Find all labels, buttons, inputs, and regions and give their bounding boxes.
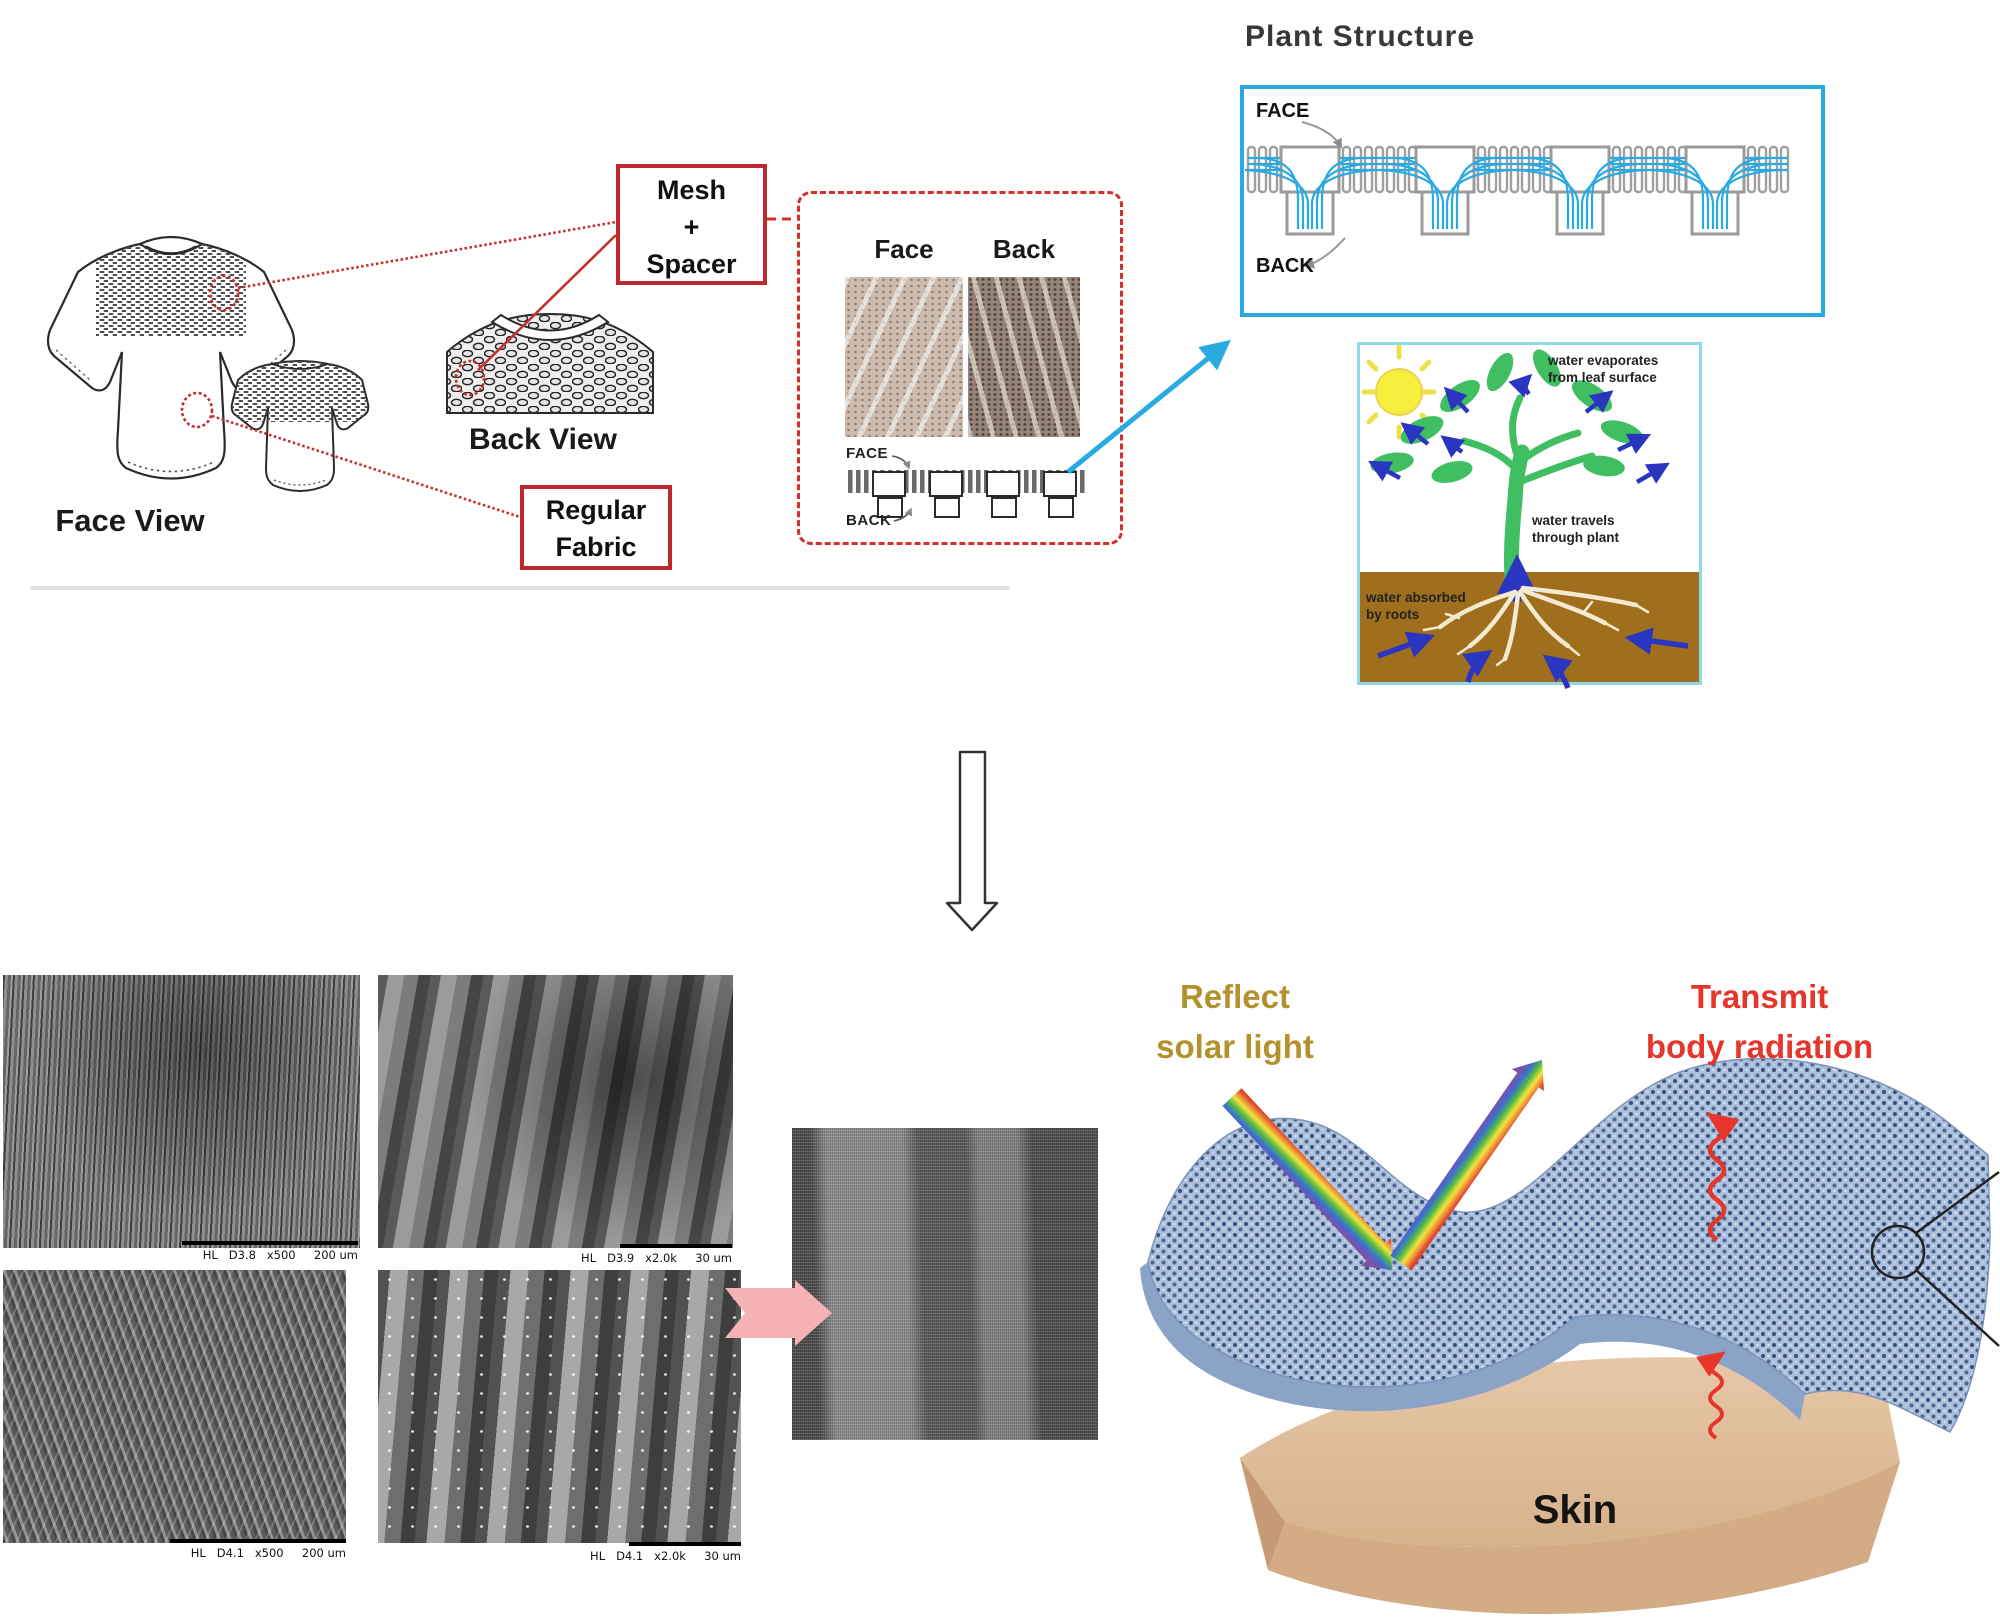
evaporate-line1: water evaporates [1548,353,1659,368]
mesh-spacer-line1: Mesh [656,175,727,205]
sem-image-back-x2k [378,1270,741,1543]
back-photo-label: Back [992,234,1056,264]
rainbow-arrow-reflected [1390,1060,1544,1271]
scale-bar [182,1241,358,1245]
absorb-caption: water absorbed by roots [1366,589,1466,623]
absorb-line2: by roots [1366,607,1420,622]
plant-structure-face-label: FACE [1256,100,1310,122]
face-photo-label: Face [874,234,934,264]
mesh-spacer-line2: + [683,212,700,242]
body-radiation-wave-icon [1706,1112,1740,1242]
back-view-mini-shirt-drawing [230,360,370,492]
body-radiation-wave-under-icon [1696,1351,1726,1440]
reflect-line2: solar light [1156,1028,1314,1065]
spacer-face-block [872,471,906,497]
absorb-line1: water absorbed [1366,590,1466,605]
back-view-closeup-drawing [446,313,654,414]
transmit-line2: body radiation [1645,1028,1874,1065]
spacer-face-block [1043,471,1077,497]
faint-divider-line [30,586,1010,590]
scale-bar [170,1539,346,1543]
rainbow-arrow-incoming [1222,1088,1392,1270]
sem-caption: HL D4.1 x2.0k 30 um [590,1549,741,1563]
spacer-back-block [991,497,1017,518]
back-view-label: Back View [469,423,617,456]
sem-caption: HL D3.8 x500 200 um [202,1248,358,1262]
down-arrow-icon [945,750,999,932]
plant-illustration-panel [1357,342,1702,685]
face-fabric-photo [845,277,963,437]
spacer-cross-section-strip [848,470,1087,493]
plant-structure-back-label: BACK [1256,255,1314,277]
scale-bar [620,1244,732,1248]
mesh-connector-line [237,220,617,290]
transmit-body-radiation-label: Transmit body radiation [1612,972,1907,1072]
evaporate-line2: from leaf surface [1548,370,1657,385]
back-fabric-photo [968,277,1080,437]
scale-bar [629,1542,741,1546]
sem-caption: HL D3.9 x2.0k 30 um [581,1251,732,1265]
back-side-label: BACK [846,512,892,529]
magnifier-circle [1870,1170,2000,1347]
fabric-sheet [1140,1057,1991,1433]
reflect-solar-light-label: Reflect solar light [1130,972,1340,1072]
sem-image-back-x500 [3,1270,346,1543]
plant-structure-panel [1240,85,1825,317]
sem-caption: HL D4.1 x500 200 um [190,1546,346,1560]
sem-image-face-x2k [378,975,733,1248]
skin-label: Skin [1532,1488,1618,1532]
reflect-line1: Reflect [1179,978,1291,1015]
regular-fabric-line2: Fabric [555,532,637,562]
regular-fabric-line1: Regular [545,495,647,525]
spacer-face-block [986,471,1020,497]
back-mesh-area-circle [454,359,486,397]
mesh-area-circle [208,274,240,312]
travel-line2: through plant [1532,530,1619,545]
travel-caption: water travels through plant [1532,512,1619,546]
sem-image-face-x500 [3,975,360,1248]
regular-fabric-callout-box: Regular Fabric [520,485,672,570]
face-view-shirt-drawing [46,235,296,480]
evaporate-caption: water evaporates from leaf surface [1548,352,1658,386]
travel-line1: water travels [1532,513,1615,528]
face-side-label: FACE [846,445,889,462]
plant-structure-title: Plant Structure [1245,20,1476,53]
mesh-spacer-callout-box: Mesh + Spacer [616,164,767,285]
back-mesh-connector-line [477,234,617,371]
sem-image-zoom-detail [792,1128,1098,1440]
transmit-line1: Transmit [1690,978,1829,1015]
spacer-back-block [934,497,960,518]
regular-area-circle [180,391,214,429]
spacer-back-block [1048,497,1074,518]
face-view-label: Face View [55,503,205,538]
mesh-spacer-line3: Spacer [646,249,737,279]
spacer-face-block [929,471,963,497]
skin-block [1240,1357,1900,1615]
